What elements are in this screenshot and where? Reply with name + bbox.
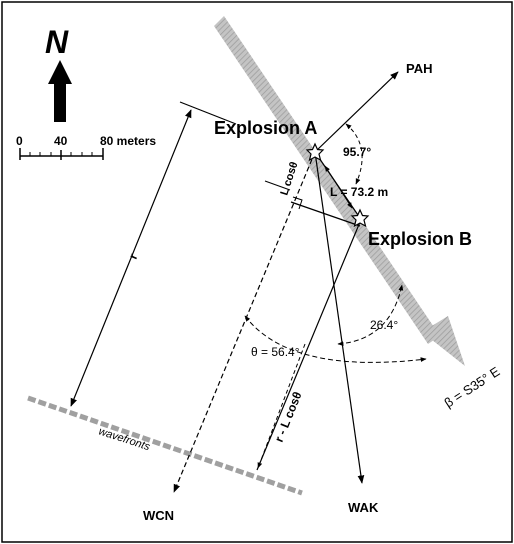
r-dimension-arrow bbox=[70, 109, 192, 407]
explosion-b-star-icon bbox=[350, 208, 370, 228]
angle-95-label: 95.7° bbox=[343, 145, 371, 159]
north-label: N bbox=[45, 24, 69, 60]
r-tick-top bbox=[179, 101, 237, 125]
theta-arc bbox=[244, 315, 427, 363]
wak-label: WAK bbox=[348, 500, 379, 515]
scale-tick-40: 40 bbox=[54, 134, 68, 148]
scale-bar bbox=[19, 148, 104, 160]
r-minus-label: r - L cosθ bbox=[272, 390, 305, 444]
ray-to-pah bbox=[314, 71, 399, 153]
theta-label: θ = 56.4° bbox=[251, 345, 300, 359]
north-arrow-icon bbox=[48, 60, 72, 122]
angle-95-arc bbox=[345, 123, 363, 185]
explosion-b-label: Explosion B bbox=[368, 229, 472, 249]
beta-label: β = S35° E bbox=[441, 363, 502, 410]
l-cos-label: L cosθ bbox=[278, 160, 300, 197]
wavefront-line bbox=[27, 395, 303, 496]
pah-label: PAH bbox=[406, 61, 432, 76]
explosion-a-star-icon bbox=[305, 142, 325, 162]
right-angle-marker bbox=[292, 196, 303, 210]
wcn-label: WCN bbox=[143, 508, 174, 523]
perpendicular bbox=[290, 201, 361, 227]
angle-26-arc bbox=[337, 284, 404, 346]
scale-tick-0: 0 bbox=[16, 134, 23, 148]
r-label: r bbox=[126, 251, 141, 261]
explosion-a-label: Explosion A bbox=[214, 118, 317, 138]
angle-26-label: 26.4° bbox=[370, 318, 398, 332]
scale-tick-80: 80 meters bbox=[100, 134, 156, 148]
ray-to-wcn bbox=[173, 151, 316, 493]
l-value-label: L = 73.2 m bbox=[330, 185, 388, 199]
l-dimension-arrow bbox=[324, 165, 353, 209]
